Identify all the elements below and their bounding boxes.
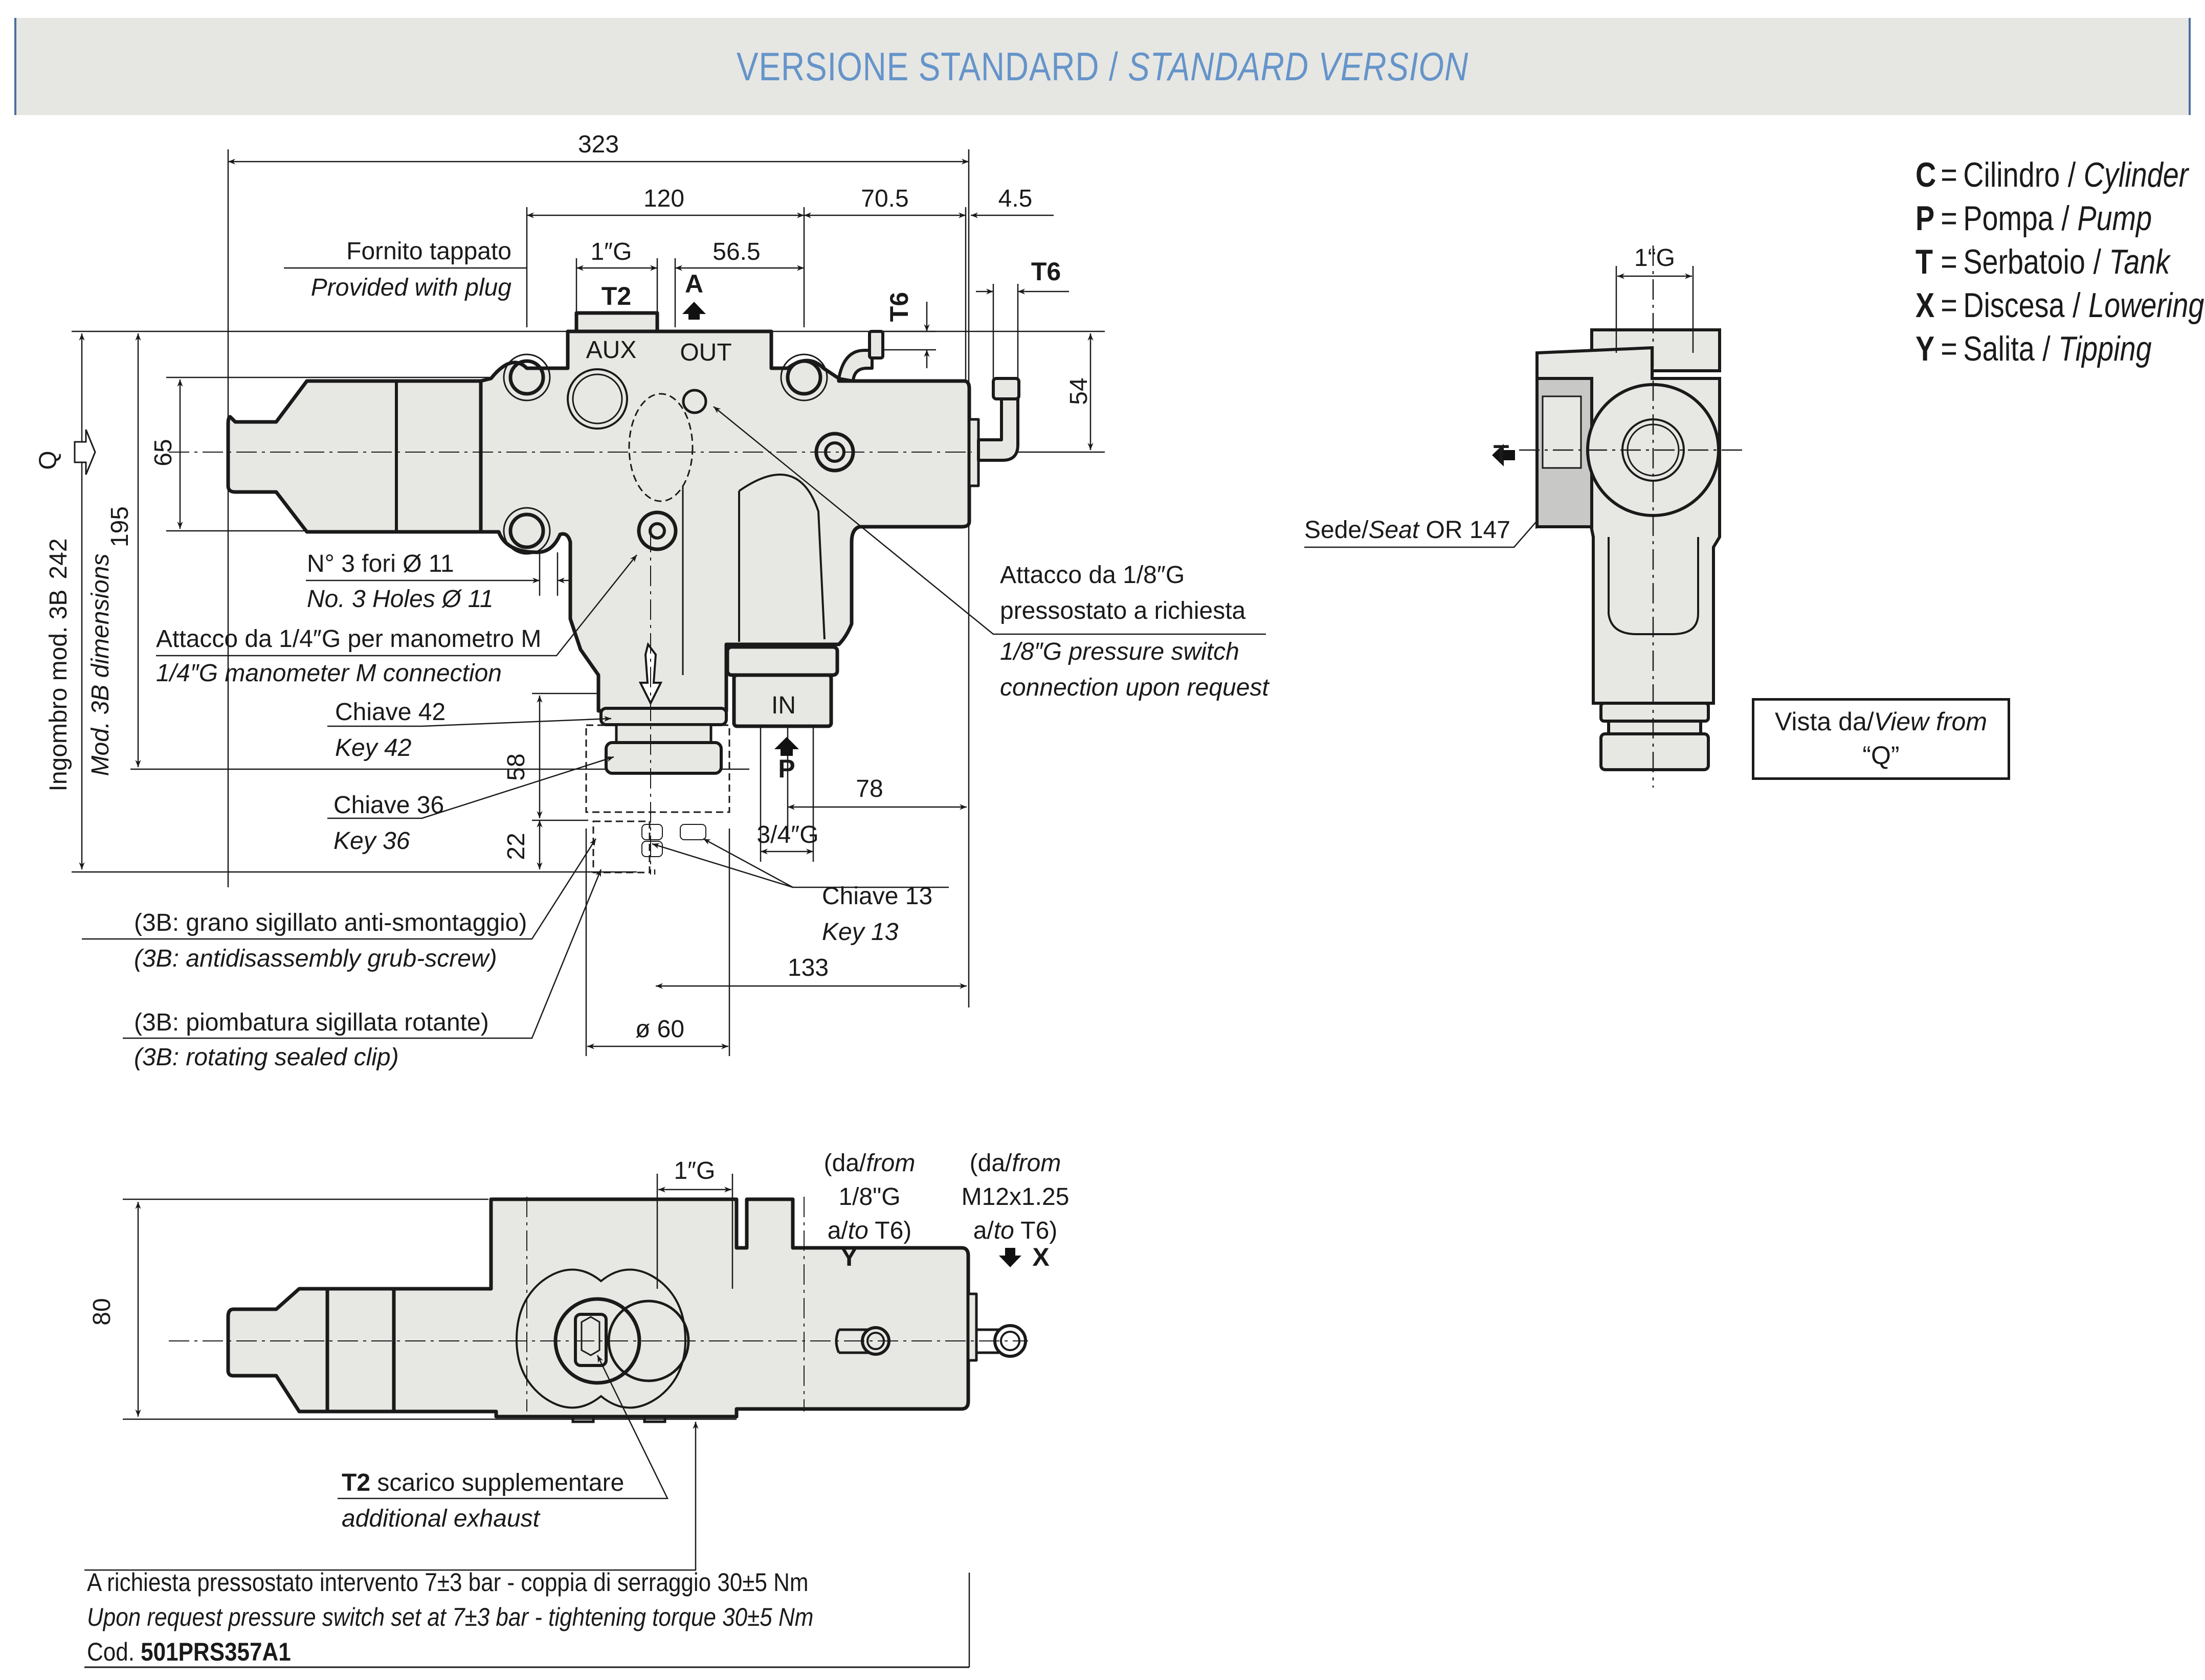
header-banner: VERSIONE STANDARD / STANDARD VERSION	[14, 18, 2191, 115]
svg-text:Ingombro mod. 3B242: Ingombro mod. 3B 242	[45, 539, 72, 792]
pswitch-label-en-2: connection upon request	[1000, 674, 1269, 701]
port-p-label: P	[778, 754, 795, 783]
dim-70-5: 70.5	[861, 185, 908, 212]
port-out-label: OUT	[680, 339, 731, 366]
dim-58: 58	[503, 753, 530, 780]
dim-78: 78	[856, 775, 883, 802]
dim-4-5: 4.5	[998, 185, 1033, 212]
dim-54: 54	[1065, 377, 1093, 405]
port-aux-label: AUX	[586, 337, 637, 364]
holes-label-it: N° 3 fori Ø 11	[307, 550, 454, 577]
dim-120: 120	[643, 185, 684, 212]
page-title: VERSIONE STANDARD / STANDARD VERSION	[737, 43, 1468, 90]
x-from-line3: a/to T6)	[973, 1217, 1058, 1244]
arrow-p-icon	[774, 737, 799, 756]
key13-label-it: Chiave 13	[822, 883, 932, 910]
arrow-a-icon	[682, 302, 706, 320]
pswitch-label-en-1: 1/8″G pressure switch	[1000, 638, 1239, 665]
pswitch-label-it-1: Attacco da 1/8″G	[1000, 562, 1185, 589]
footer-note-it: A richiesta pressostato intervento 7±3 b…	[87, 1568, 809, 1597]
port-y-label: Y	[840, 1243, 857, 1271]
t2-exhaust-label-en: additional exhaust	[342, 1505, 541, 1532]
legend-item: C=Cilindro / Cylinder	[1916, 155, 2189, 194]
dim-242: 242	[45, 539, 72, 579]
manometer-label-en: 1/4″G manometer M connection	[156, 660, 502, 687]
key42-label-it: Chiave 42	[335, 699, 446, 726]
dim-80: 80	[88, 1298, 116, 1325]
dim-1g: 1″G	[590, 238, 632, 265]
view-from-q-box: Vista da/View from “Q”	[1752, 698, 2010, 780]
dimension-texts: 323 120 70.5 4.5 1″G 56.5 54 65 195 58 2…	[35, 131, 1093, 1043]
y-from-line3: a/to T6)	[828, 1217, 912, 1244]
leader-lines	[82, 406, 1550, 1039]
key36-label-en: Key 36	[333, 827, 410, 855]
clip-label-it: (3B: piombatura sigillata rotante)	[134, 1009, 489, 1036]
port-t2-label: T2	[602, 282, 631, 310]
dim-323: 323	[578, 131, 619, 158]
bottom-1g: 1″G	[674, 1157, 715, 1184]
side-view	[1535, 328, 1721, 771]
key42-label-en: Key 42	[335, 734, 411, 761]
view-q-arrow-icon	[74, 429, 96, 475]
grub-label-it: (3B: grano sigillato anti-smontaggio)	[134, 909, 527, 936]
dim-dia-60: ø 60	[635, 1016, 684, 1043]
holes-label-en: No. 3 Holes Ø 11	[307, 586, 494, 613]
port-labels: T2 A AUX OUT T6 T6 IN P T 1“G	[586, 244, 1675, 783]
y-from-line2: 1/8"G	[838, 1183, 900, 1211]
valve-front-view	[226, 311, 1020, 775]
footer-code: Cod. 501PRS357A1	[87, 1638, 291, 1666]
valve-holes	[169, 353, 972, 875]
title-italian: VERSIONE STANDARD	[737, 43, 1100, 89]
legend-item: P=Pompa / Pump	[1916, 199, 2152, 238]
mod3b-label-en: Mod. 3B dimensions	[87, 554, 114, 776]
legend-item: Y=Salita / Tipping	[1916, 329, 2152, 368]
bottom-view-texts: 80 1″G (da/from 1/8"G a/to T6) (da/from …	[88, 1150, 1069, 1532]
side-1g: 1“G	[1634, 244, 1675, 272]
t2-exhaust-label: T2 scarico supplementare	[342, 1469, 624, 1496]
product-code: 501PRS357A1	[141, 1638, 291, 1666]
port-t6-vertical-label: T6	[885, 292, 914, 322]
plug-label-it: Fornito tappato	[346, 238, 511, 265]
port-x-label: X	[1032, 1243, 1049, 1271]
bottom-view-details	[84, 1174, 1028, 1571]
side-t-label: T	[1494, 440, 1509, 468]
dim-65: 65	[150, 439, 177, 466]
x-from-line1: (da/from	[970, 1150, 1061, 1177]
mod3b-label-it: Ingombro mod. 3B	[45, 590, 72, 792]
legend-item: T=Serbatoio / Tank	[1916, 242, 2170, 281]
manometer-label-it: Attacco da 1/4″G per manometro M	[156, 625, 541, 653]
pswitch-label-it-2: pressostato a richiesta	[1000, 597, 1246, 624]
y-from-line1: (da/from	[824, 1150, 916, 1177]
port-legend: C=Cilindro / Cylinder P=Pompa / Pump T=S…	[1916, 153, 2204, 371]
dim-56-5: 56.5	[712, 238, 760, 265]
arrow-x-icon	[999, 1248, 1021, 1267]
side-view-dims	[1519, 245, 1744, 788]
clip-label-en: (3B: rotating sealed clip)	[134, 1044, 399, 1071]
view-q-label: Q	[35, 451, 62, 469]
dim-3-4g: 3/4″G	[756, 821, 818, 848]
key36-label-it: Chiave 36	[333, 792, 444, 819]
port-t6-label: T6	[1031, 257, 1061, 286]
title-separator: /	[1099, 43, 1128, 89]
plug-label-en: Provided with plug	[311, 274, 512, 301]
grub-label-en: (3B: antidisassembly grub-screw)	[134, 945, 497, 972]
annotation-texts: Fornito tappato Provided with plug N° 3 …	[134, 238, 1510, 1071]
port-in-label: IN	[771, 692, 796, 719]
footer-note-en: Upon request pressure switch set at 7±3 …	[87, 1603, 814, 1631]
dim-22: 22	[503, 833, 530, 860]
title-english: STANDARD VERSION	[1128, 43, 1468, 89]
seat-label: Sede/Seat OR 147	[1304, 517, 1510, 544]
footer-note: A richiesta pressostato intervento 7±3 b…	[87, 1565, 813, 1669]
arrow-t-icon	[1492, 444, 1515, 466]
dim-133: 133	[788, 954, 829, 981]
key13-label-en: Key 13	[822, 919, 899, 946]
port-a-label: A	[685, 270, 703, 298]
legend-item: X=Discesa / Lowering	[1916, 286, 2204, 325]
dim-195: 195	[106, 506, 133, 547]
x-from-line2: M12x1.25	[962, 1183, 1070, 1211]
